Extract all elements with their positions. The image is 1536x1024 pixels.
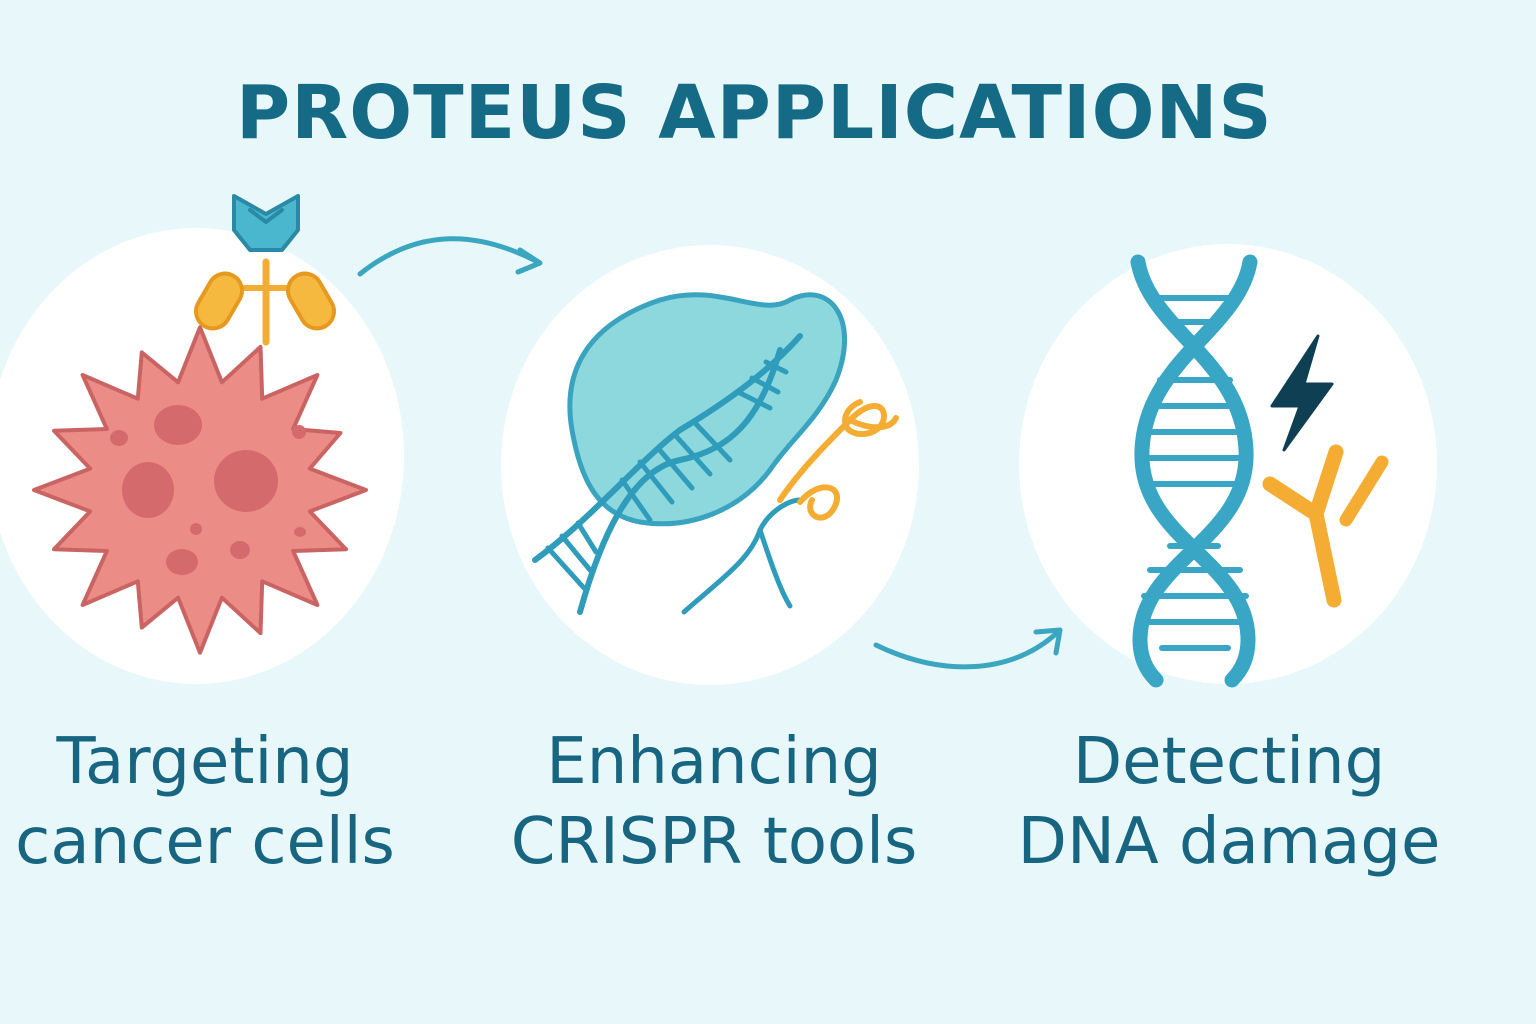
- panel-label-line: cancer cells: [15, 805, 395, 879]
- lightning-bolt-icon: [1270, 334, 1334, 452]
- dna-strand-icon: [532, 333, 803, 615]
- guide-rna-icon: [681, 399, 899, 615]
- panel-label-line: Targeting: [56, 725, 354, 799]
- panel-label-line: CRISPR tools: [510, 805, 918, 879]
- panel-label-crispr: Enhancing CRISPR tools: [484, 722, 944, 882]
- dna-helix-icon: [1130, 254, 1258, 688]
- page-title: PROTEUS APPLICATIONS: [236, 70, 1273, 156]
- antibody-icon: [1262, 444, 1389, 608]
- arrow-icon: [873, 627, 1063, 670]
- panel-label-line: DNA damage: [1017, 805, 1441, 879]
- antibody-icon: [194, 194, 336, 346]
- panel-label-dna: Detecting DNA damage: [999, 722, 1459, 882]
- panel-label-line: Enhancing: [546, 725, 882, 799]
- cancer-cell-icon: [32, 325, 368, 655]
- arrow-icon: [357, 236, 543, 277]
- panel-label-cancer: Targeting cancer cells: [0, 722, 435, 882]
- panel-label-line: Detecting: [1072, 725, 1386, 799]
